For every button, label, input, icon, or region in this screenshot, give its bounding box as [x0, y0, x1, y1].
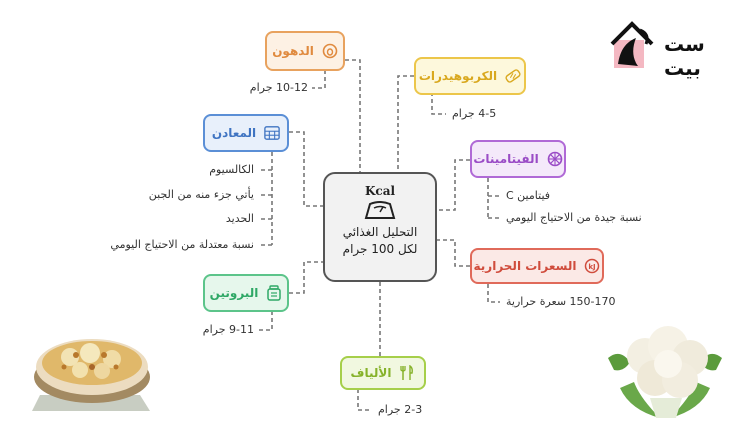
leaf-connector-vitamins — [487, 178, 500, 219]
leaf-protein-1: 9-11 جرام — [202, 323, 254, 336]
egg-icon — [322, 43, 338, 59]
leaf-vitamins-1: فيتامين C — [506, 189, 551, 202]
brand-logo: ست بيت — [610, 20, 740, 80]
leaf-minerals-1: الكالسيوم — [209, 163, 254, 176]
jar-icon — [266, 285, 282, 301]
leaf-connector-carbs — [431, 92, 446, 115]
node-vitamins-label: الفيتامينات — [473, 152, 539, 166]
leaf-connector-calories — [487, 284, 500, 303]
leaf-connector-minerals — [258, 152, 273, 246]
bread-icon — [505, 68, 521, 84]
orange-slice-icon — [547, 151, 563, 167]
leaf-fiber-1: 2-3 جرام — [378, 403, 423, 416]
node-minerals-label: المعادن — [211, 126, 257, 140]
connector-vitamins — [437, 159, 470, 211]
leaf-minerals-3: الحديد — [225, 212, 254, 225]
node-fats: الدهون — [265, 31, 345, 71]
node-fiber-label: الألياف — [350, 366, 392, 380]
node-carbs: الكربوهيدرات — [414, 57, 526, 95]
leaf-connector-protein — [258, 311, 273, 331]
calculator-icon — [264, 125, 280, 141]
connector-protein — [289, 261, 323, 294]
leaf-connector-fiber — [357, 389, 372, 411]
node-calories-label: السعرات الحرارية — [473, 259, 577, 273]
center-subtitle: لكل 100 جرام — [342, 242, 418, 256]
leaf-carbs-1: 4-5 جرام — [452, 107, 497, 120]
connector-minerals — [289, 131, 323, 207]
connector-carbs — [397, 75, 414, 172]
node-minerals: المعادن — [203, 114, 289, 152]
house-silhouette-icon — [610, 21, 654, 68]
leaf-minerals-2: يأتي جزء منه من الجبن — [148, 188, 254, 201]
cauliflower-image — [608, 326, 722, 418]
node-calories: kJ السعرات الحرارية — [470, 248, 604, 284]
leaf-vitamins-2: نسبة جيدة من الاحتياج اليومي — [506, 211, 642, 224]
leaf-calories-1: 150-170 سعرة حرارية — [506, 295, 616, 308]
brand-name: ست بيت — [664, 32, 705, 80]
center-title: التحليل الغذائي — [342, 225, 418, 239]
kj-icon: kJ — [584, 258, 600, 274]
center-node: Kcal التحليل الغذائي لكل 100 جرام — [323, 172, 437, 282]
node-fiber: الألياف — [340, 356, 426, 390]
svg-text:kJ: kJ — [589, 263, 596, 271]
kcal-label: Kcal — [364, 184, 396, 198]
node-fats-label: الدهون — [272, 44, 314, 58]
node-carbs-label: الكربوهيدرات — [418, 69, 498, 83]
connector-calories — [437, 239, 470, 267]
node-protein: البروتين — [203, 274, 289, 312]
leaf-minerals-4: نسبة معتدلة من الاحتياج اليومي — [110, 238, 254, 251]
leaf-connector-fats — [312, 70, 326, 89]
cauliflower-gratin-image — [32, 339, 150, 411]
scale-icon — [364, 201, 396, 219]
cutlery-icon — [399, 365, 415, 381]
connector-fats — [345, 59, 361, 172]
node-vitamins: الفيتامينات — [470, 140, 566, 178]
leaf-fats-1: 10-12 جرام — [249, 81, 308, 94]
node-protein-label: البروتين — [209, 286, 259, 300]
